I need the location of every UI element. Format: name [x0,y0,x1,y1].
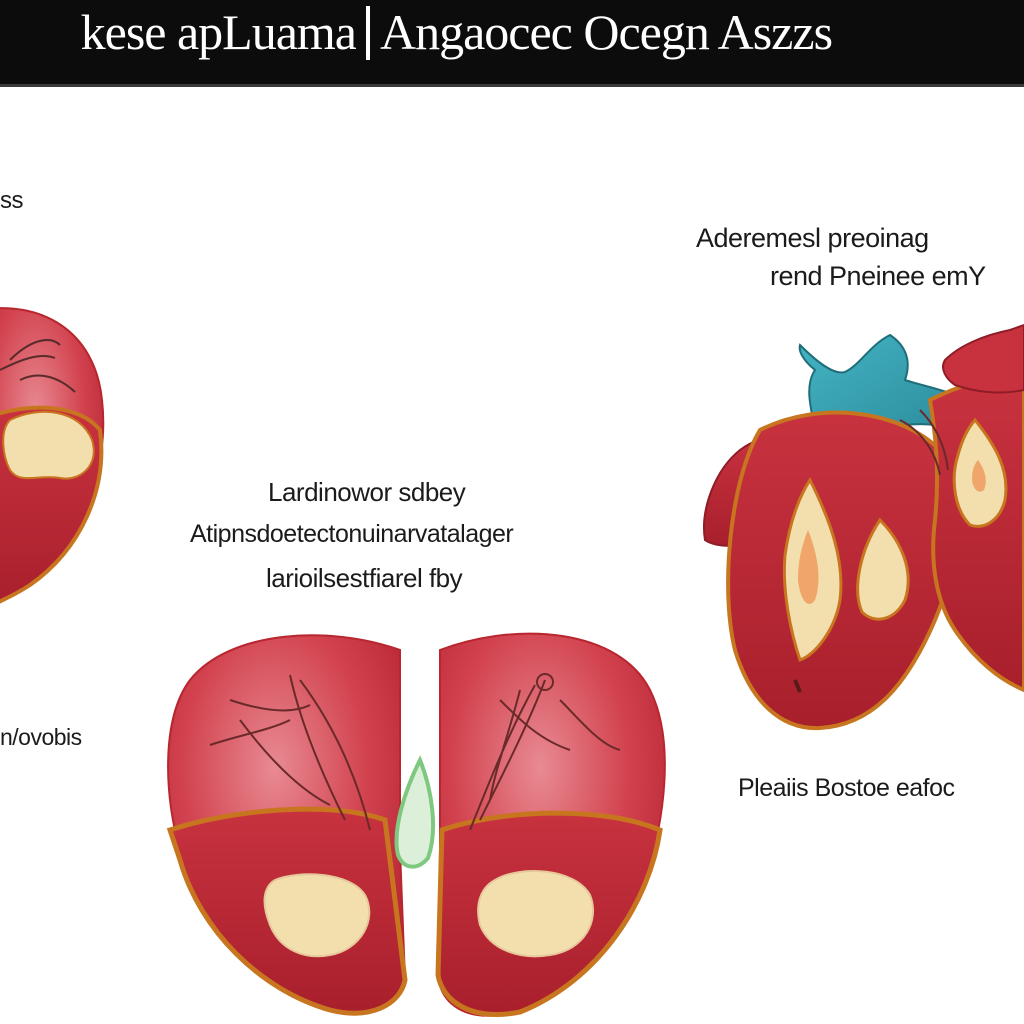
split-heart-right-node [536,673,554,691]
right-heart-detail-lines [899,409,949,476]
right-heart-apex-mark [793,679,802,693]
split-heart-right-half [435,632,666,1017]
header-banner: kese apLuama Angaocec Ocegn Aszzs [0,0,1024,87]
label-left-top: ss [0,187,24,214]
right-heart-second-chamber-core [972,460,986,492]
split-heart-right-chamber [477,870,595,958]
right-heart-top-tissue [942,323,1024,394]
green-septum [394,755,436,869]
left-heart [0,307,105,604]
split-heart-right-vessels [469,679,621,831]
header-title-right: Angaocec Ocegn Aszzs [380,4,833,60]
label-center-line1: Lardinowor sdbey [268,477,466,507]
right-heart [703,323,1024,731]
label-right-top-line2: rend Pneinee emY [770,261,986,291]
right-heart-chamber-one-core [798,530,819,604]
label-left-bottom: n/ovobis [0,724,82,750]
label-right-top-line1: Aderemesl preoinag [696,223,929,253]
header-title-left: kese apLuama [80,4,356,60]
right-heart-chamber-two [856,517,910,621]
header-divider [366,6,370,60]
split-heart-left-chamber [263,873,371,958]
left-heart-chamber [2,410,95,480]
label-right-bottom: Pleaiis Bostoe eafoc [738,774,955,802]
split-heart-left-vessels [209,674,371,831]
left-heart-vessel-lines [0,339,76,393]
right-heart-ventricle [726,410,961,731]
split-heart-left-half [166,634,408,1016]
label-center-line3: larioilsestfiarel fby [266,563,463,593]
label-center-line2: Atipnsdoetectonuinarvatalager [190,520,514,548]
